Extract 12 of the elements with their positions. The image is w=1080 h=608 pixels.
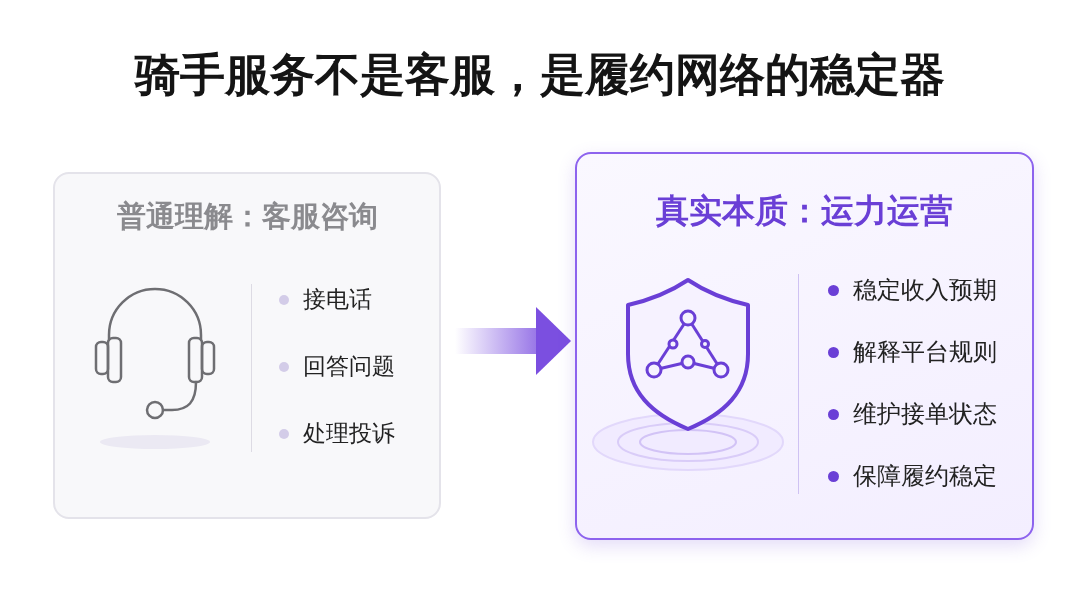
list-item: 接电话 xyxy=(303,285,372,315)
card xyxy=(53,172,441,519)
card-heading: 真实本质：运力运营 xyxy=(656,189,953,232)
card xyxy=(575,152,1034,540)
title: 骑手服务不是客服，是履约网络的稳定器 xyxy=(135,47,945,103)
list-item: 回答问题 xyxy=(303,352,395,382)
card-heading: 普通理解：客服咨询 xyxy=(116,198,378,236)
list-item: 保障履约稳定 xyxy=(853,460,997,492)
list-item: 维护接单状态 xyxy=(853,398,997,430)
list-item: 稳定收入预期 xyxy=(853,274,997,306)
list-item: 处理投诉 xyxy=(303,419,395,449)
list-item: 解释平台规则 xyxy=(853,336,997,368)
